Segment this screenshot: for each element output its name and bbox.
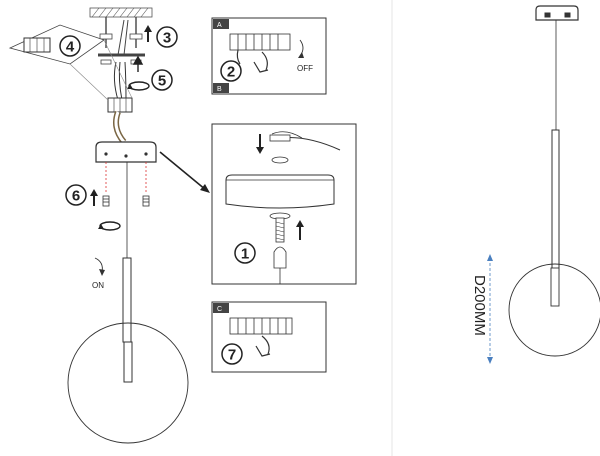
panel-step-2 xyxy=(211,17,327,95)
product-side-view xyxy=(391,0,600,456)
step-4-label: 4 xyxy=(66,39,75,56)
step-3-label: 3 xyxy=(163,30,171,47)
rotate-icon-on xyxy=(94,257,105,276)
rotate-icon-5 xyxy=(127,55,150,91)
step-badge-6: 6 xyxy=(65,184,87,206)
step-badge-7: 7 xyxy=(221,343,243,365)
panel-step-1 xyxy=(211,123,357,285)
dimension-label: D200MM xyxy=(471,275,488,336)
step-6-label: 6 xyxy=(72,188,80,205)
step-badge-1: 1 xyxy=(234,242,256,264)
panel-c-label: C xyxy=(217,306,222,313)
on-label: ON xyxy=(92,281,104,290)
step-5-label: 5 xyxy=(158,73,166,90)
callout-arrow xyxy=(159,151,210,193)
canopy xyxy=(95,141,157,163)
terminal-inset xyxy=(8,24,133,101)
step-badge-3: 3 xyxy=(156,26,178,48)
panel-b-label: B xyxy=(217,86,222,93)
panel-a-label: A xyxy=(217,22,222,29)
ceiling-plate xyxy=(89,7,153,18)
fixing-screws xyxy=(102,195,150,207)
step-2-label: 2 xyxy=(227,64,235,81)
step-badge-2: 2 xyxy=(220,60,242,82)
rotate-icon-6 xyxy=(98,221,121,231)
lamp-globe xyxy=(67,257,189,444)
guide-lines xyxy=(105,162,147,194)
step-badge-5: 5 xyxy=(151,69,173,91)
step-7-label: 7 xyxy=(228,347,236,364)
step-badge-4: 4 xyxy=(59,35,81,57)
step-1-label: 1 xyxy=(241,246,249,263)
up-arrow-3 xyxy=(144,25,152,42)
up-arrow-6 xyxy=(90,189,98,206)
wire-bundle xyxy=(113,61,127,101)
terminal-block xyxy=(107,97,133,113)
off-label: OFF xyxy=(297,64,313,73)
